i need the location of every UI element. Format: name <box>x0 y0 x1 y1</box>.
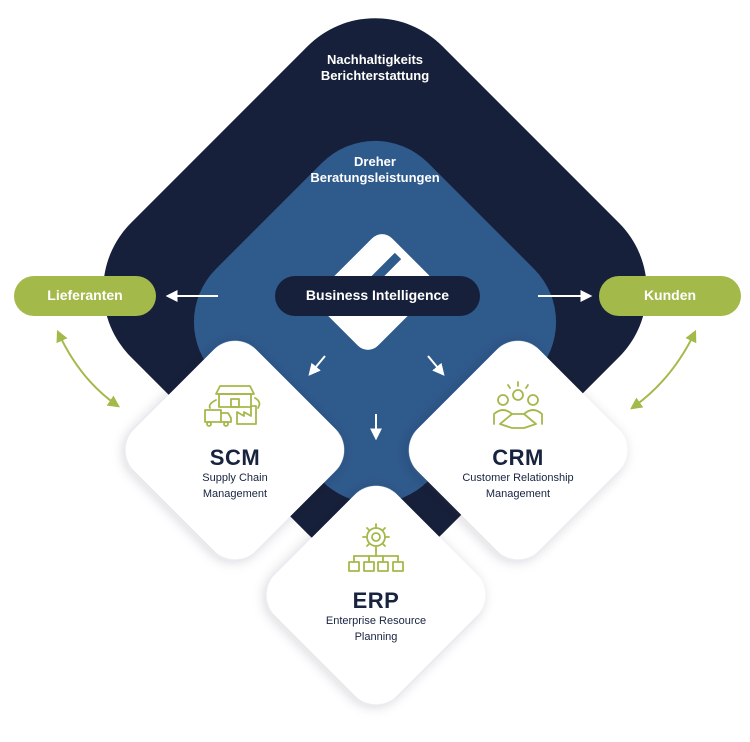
kunden-pill <box>599 276 741 316</box>
scm-sub-line1: Supply Chain <box>202 472 268 485</box>
crm-sub-line2: Management <box>485 487 551 500</box>
kunden-label: Kunden <box>643 287 697 303</box>
scm-text: SCM Supply Chain Management <box>165 445 305 502</box>
scm-title: SCM <box>209 445 261 470</box>
inner-label: Dreher Beratungsleistungen <box>275 154 475 185</box>
erp-diamond <box>266 485 486 705</box>
inner-label-line2: Beratungsleistungen <box>310 169 440 185</box>
outer-label-line2: Berichterstattung <box>320 67 430 83</box>
inner-label-line1: Dreher <box>354 154 396 169</box>
arrow-lieferanten-scm <box>56 329 120 408</box>
bi-pill <box>275 276 480 316</box>
erp-sub-line1: Enterprise Resource <box>325 615 427 628</box>
lieferanten-label: Lieferanten <box>47 287 123 303</box>
arrow-kunden-crm <box>630 329 697 410</box>
supply-chain-icon <box>204 385 261 427</box>
crm-text: CRM Customer Relationship Management <box>438 445 598 502</box>
bi-label: Business Intelligence <box>305 287 450 303</box>
erp-sub-line2: Planning <box>354 630 398 643</box>
erp-title: ERP <box>352 588 400 613</box>
customer-relationship-icon <box>493 381 543 429</box>
crm-sub-line1: Customer Relationship <box>462 472 574 485</box>
arrow-to-crm <box>427 355 445 376</box>
crm-title: CRM <box>492 445 544 470</box>
crm-diamond <box>408 340 628 560</box>
outer-label-line1: Nachhaltigkeits <box>326 52 424 67</box>
scm-sub-line2: Management <box>202 487 268 500</box>
erp-text: ERP Enterprise Resource Planning <box>306 588 446 645</box>
outer-label: Nachhaltigkeits Berichterstattung <box>275 52 475 83</box>
enterprise-planning-icon <box>348 523 404 572</box>
scm-diamond <box>125 340 345 560</box>
lieferanten-pill <box>14 276 156 316</box>
arrow-to-scm <box>308 355 326 376</box>
